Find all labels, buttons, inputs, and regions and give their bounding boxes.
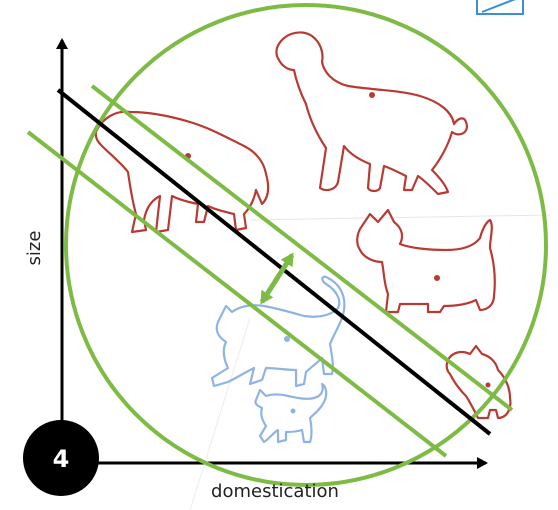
faint-guide-line: [249, 214, 551, 221]
small-dog-icon: [445, 344, 512, 420]
x-axis-label: domestication: [211, 481, 339, 502]
upper-margin-line: [90, 84, 514, 412]
y-axis-label: size: [24, 231, 45, 266]
step-badge: [23, 420, 99, 496]
large-dog-top-icon: [275, 31, 468, 196]
margin-width-arrow: [259, 252, 295, 305]
step-badge-number: 4: [53, 445, 70, 473]
cat-small-icon: [254, 382, 328, 444]
enclosing-circle: [64, 3, 548, 487]
cat-large-icon: [210, 275, 346, 388]
large-dog-left-icon: [94, 110, 270, 234]
lower-margin-line: [26, 130, 448, 458]
decision-boundary-line: [56, 88, 492, 436]
terrier-icon: [356, 208, 496, 314]
corner-edit-icon[interactable]: [476, 0, 524, 15]
faint-guide-line-2: [189, 317, 251, 510]
